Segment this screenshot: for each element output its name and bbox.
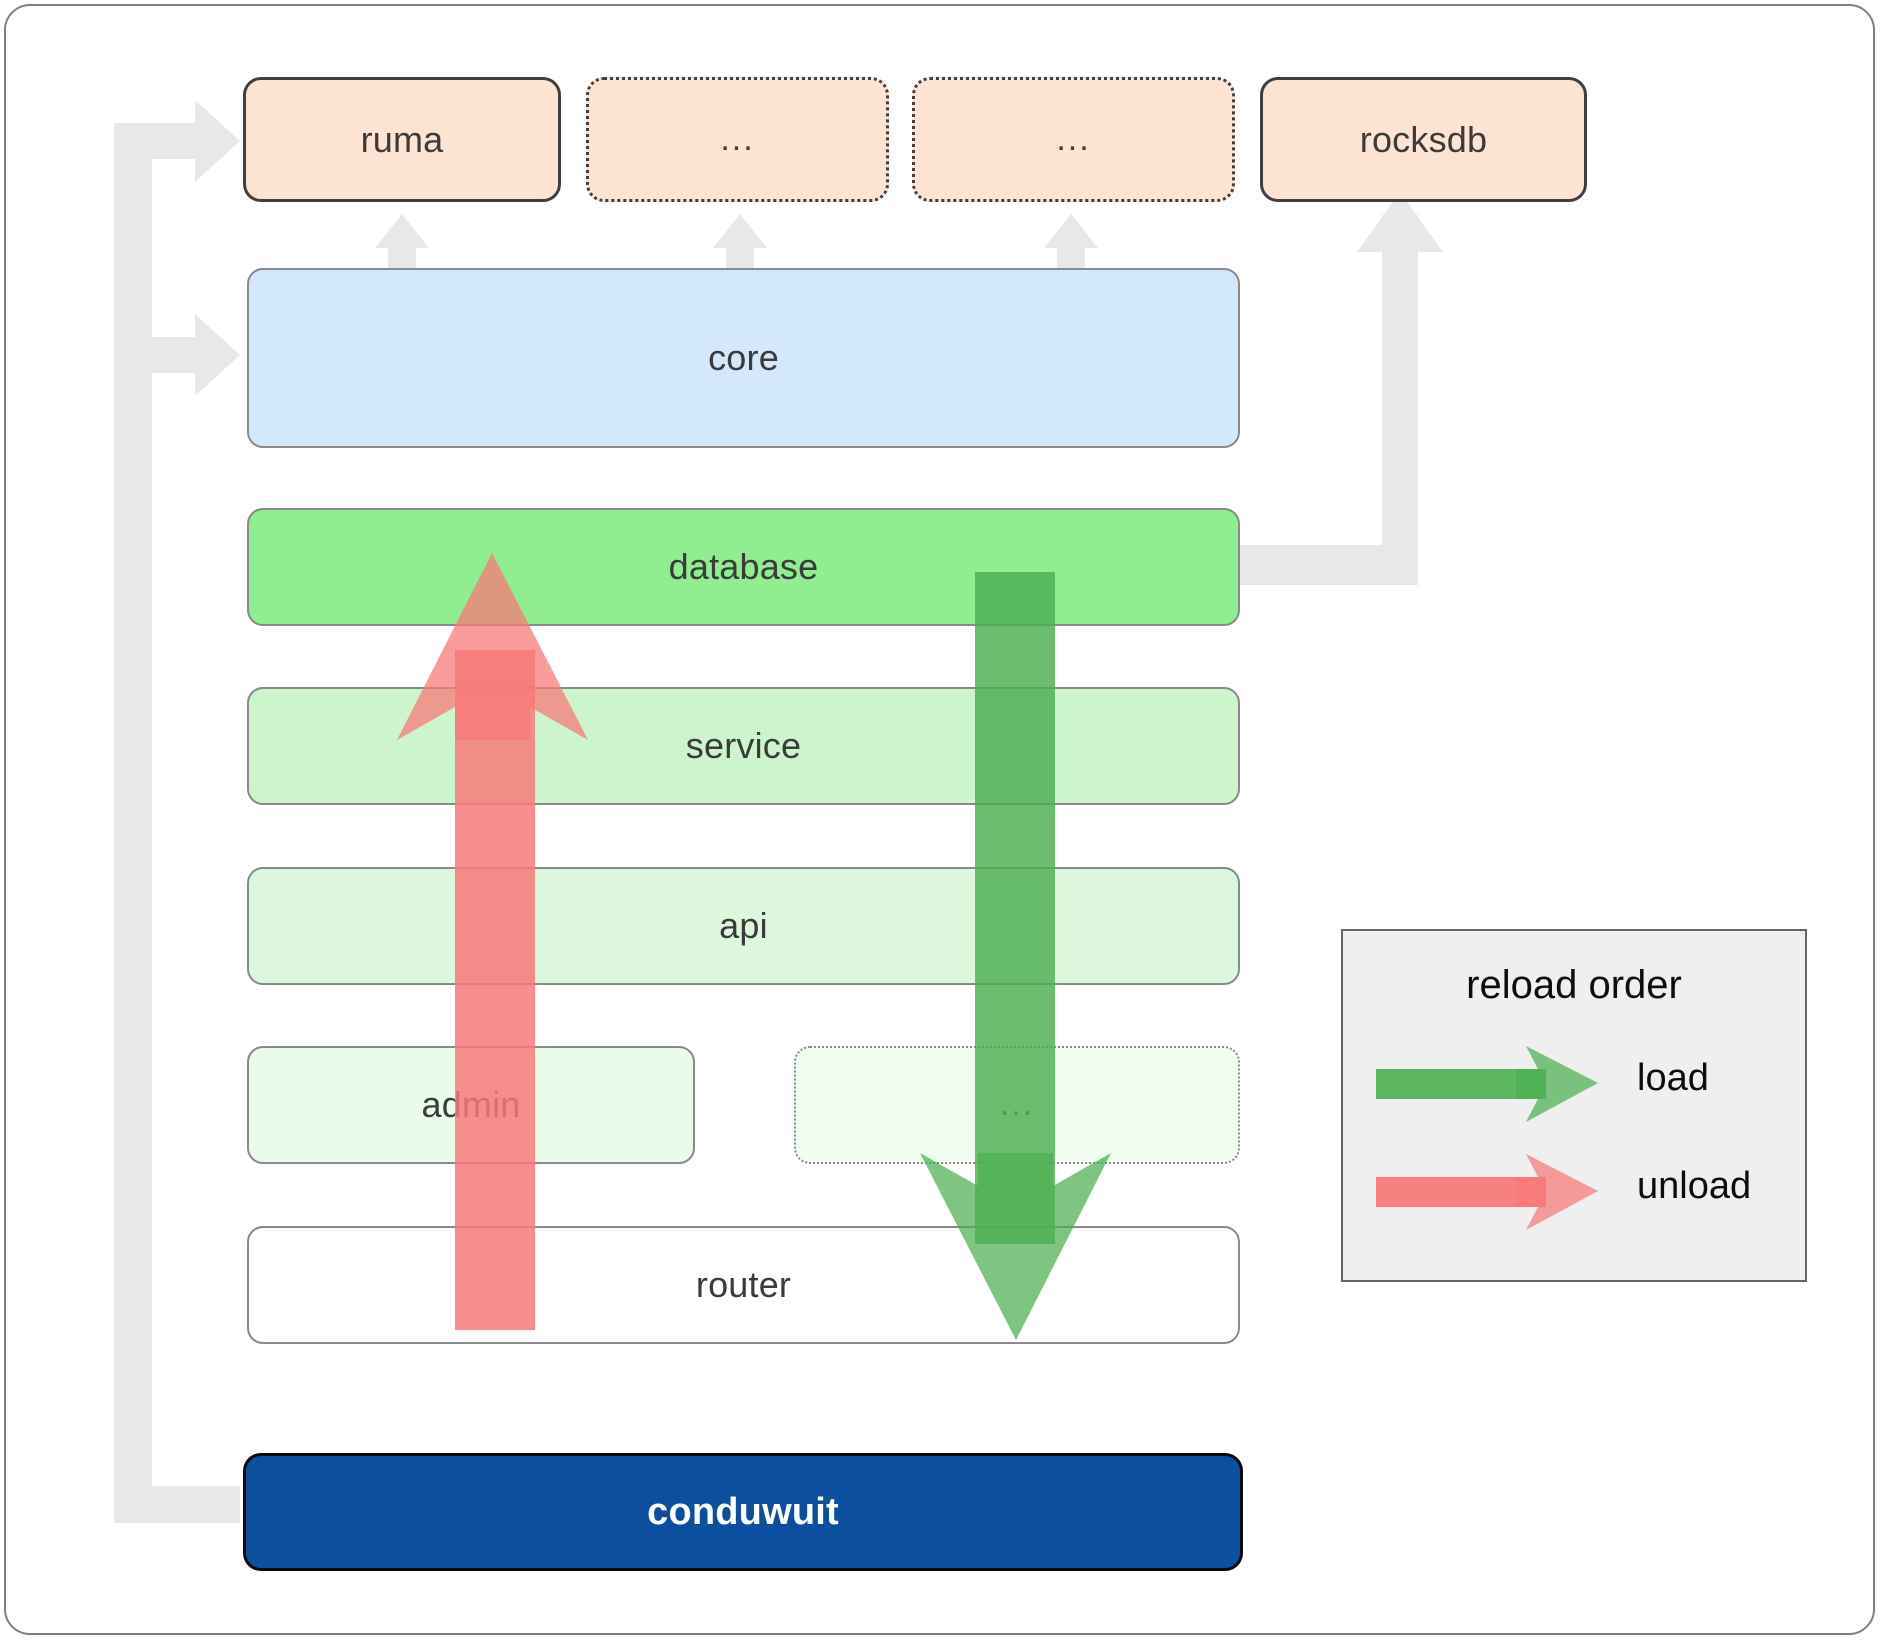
diagram-frame	[4, 4, 1875, 1635]
node-admin-label: admin	[421, 1084, 521, 1125]
node-database[interactable]: database	[247, 508, 1240, 626]
legend-label-load: load	[1637, 1057, 1709, 1099]
node-layer-placeholder[interactable]: ...	[794, 1046, 1240, 1164]
node-service-label: service	[685, 725, 802, 766]
legend-load-arrow-icon	[1376, 1046, 1598, 1122]
node-dep-placeholder-2-label: ...	[1056, 119, 1091, 158]
legend-panel: reload order load unload	[1341, 929, 1807, 1282]
node-rocksdb[interactable]: rocksdb	[1260, 77, 1587, 202]
legend-unload-arrow-head	[1516, 1154, 1598, 1230]
node-router[interactable]: router	[247, 1226, 1240, 1344]
node-conduwuit-label: conduwuit	[647, 1490, 839, 1533]
node-rocksdb-label: rocksdb	[1359, 118, 1488, 160]
node-api[interactable]: api	[247, 867, 1240, 985]
legend-title: reload order	[1466, 963, 1682, 1007]
node-core-label: core	[708, 337, 779, 378]
legend-label-unload: unload	[1637, 1165, 1752, 1207]
node-router-label: router	[695, 1264, 792, 1305]
node-conduwuit[interactable]: conduwuit	[243, 1453, 1243, 1571]
node-core[interactable]: core	[247, 268, 1240, 448]
node-admin[interactable]: admin	[247, 1046, 695, 1164]
node-service[interactable]: service	[247, 687, 1240, 805]
legend-unload-arrow-icon	[1376, 1154, 1598, 1230]
node-api-label: api	[719, 905, 768, 946]
node-dep-placeholder-2[interactable]: ...	[912, 77, 1235, 202]
node-layer-placeholder-label: ...	[999, 1085, 1035, 1124]
legend-load-arrow-head	[1516, 1046, 1598, 1122]
node-database-label: database	[668, 546, 819, 587]
node-dep-placeholder-1[interactable]: ...	[586, 77, 889, 202]
node-dep-placeholder-1-label: ...	[720, 119, 755, 158]
node-ruma-label: ruma	[360, 118, 444, 160]
node-ruma[interactable]: ruma	[243, 77, 561, 202]
